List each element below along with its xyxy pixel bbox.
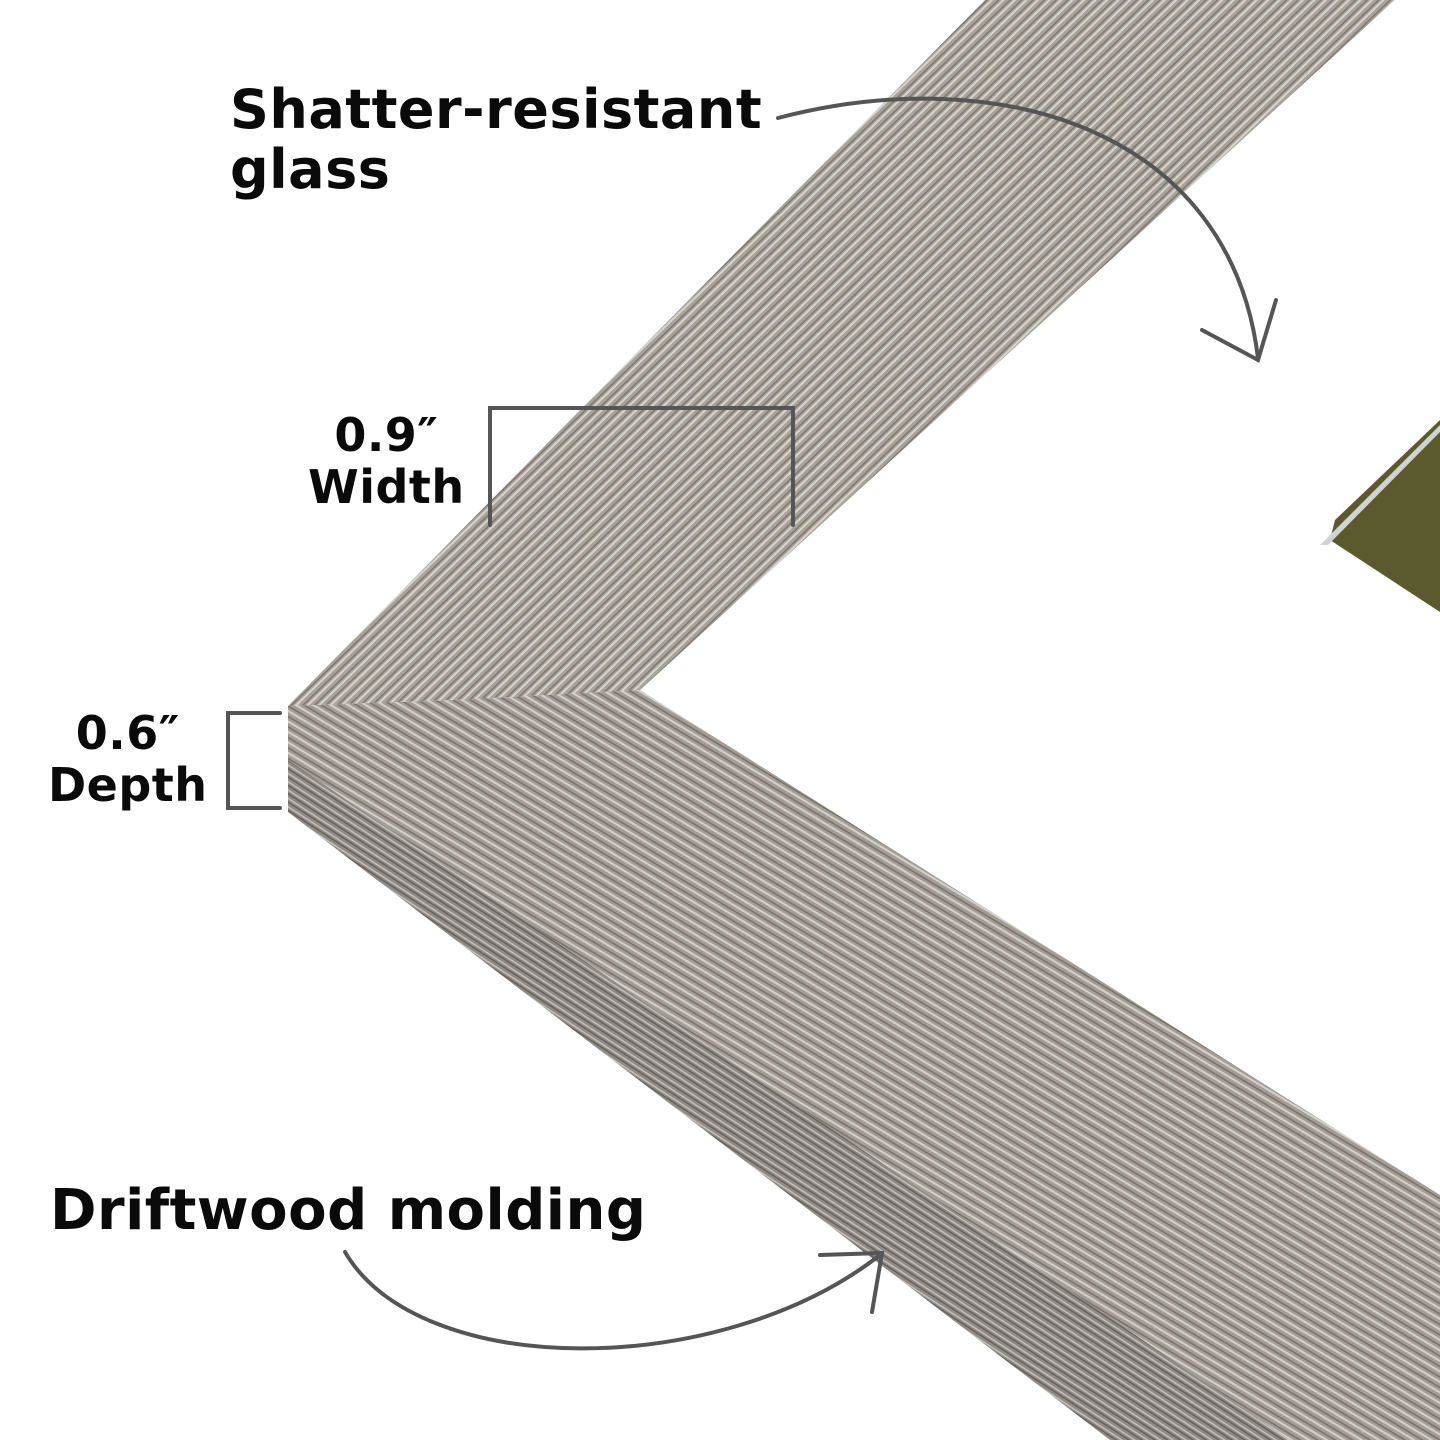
width-label: Width	[308, 459, 465, 514]
glass-callout-line2: glass	[230, 138, 391, 202]
depth-label: Depth	[48, 757, 208, 812]
molding-arrowhead	[818, 1250, 885, 1314]
glass-arrowhead	[1200, 298, 1278, 363]
depth-value: 0.6″	[75, 706, 180, 760]
molding-arrow	[343, 1250, 882, 1351]
glass-callout: Shatter-resistant glass	[230, 78, 763, 202]
annotations	[226, 96, 1278, 1351]
depth-bracket	[226, 711, 282, 810]
frame-depth-face	[288, 760, 1290, 1440]
frame-top-bar	[288, 0, 1395, 706]
width-callout: 0.9″ Width	[308, 408, 465, 514]
photo-inset	[1330, 420, 1440, 612]
molding-callout: Driftwood molding	[50, 1178, 647, 1243]
glass-arrow	[776, 96, 1260, 360]
mat-edge	[1320, 425, 1440, 545]
depth-callout: 0.6″ Depth	[48, 706, 208, 812]
width-value: 0.9″	[334, 408, 439, 462]
glass-callout-line1: Shatter-resistant	[230, 78, 763, 141]
frame-bottom-bar	[288, 690, 1440, 1440]
width-bracket	[488, 406, 795, 527]
